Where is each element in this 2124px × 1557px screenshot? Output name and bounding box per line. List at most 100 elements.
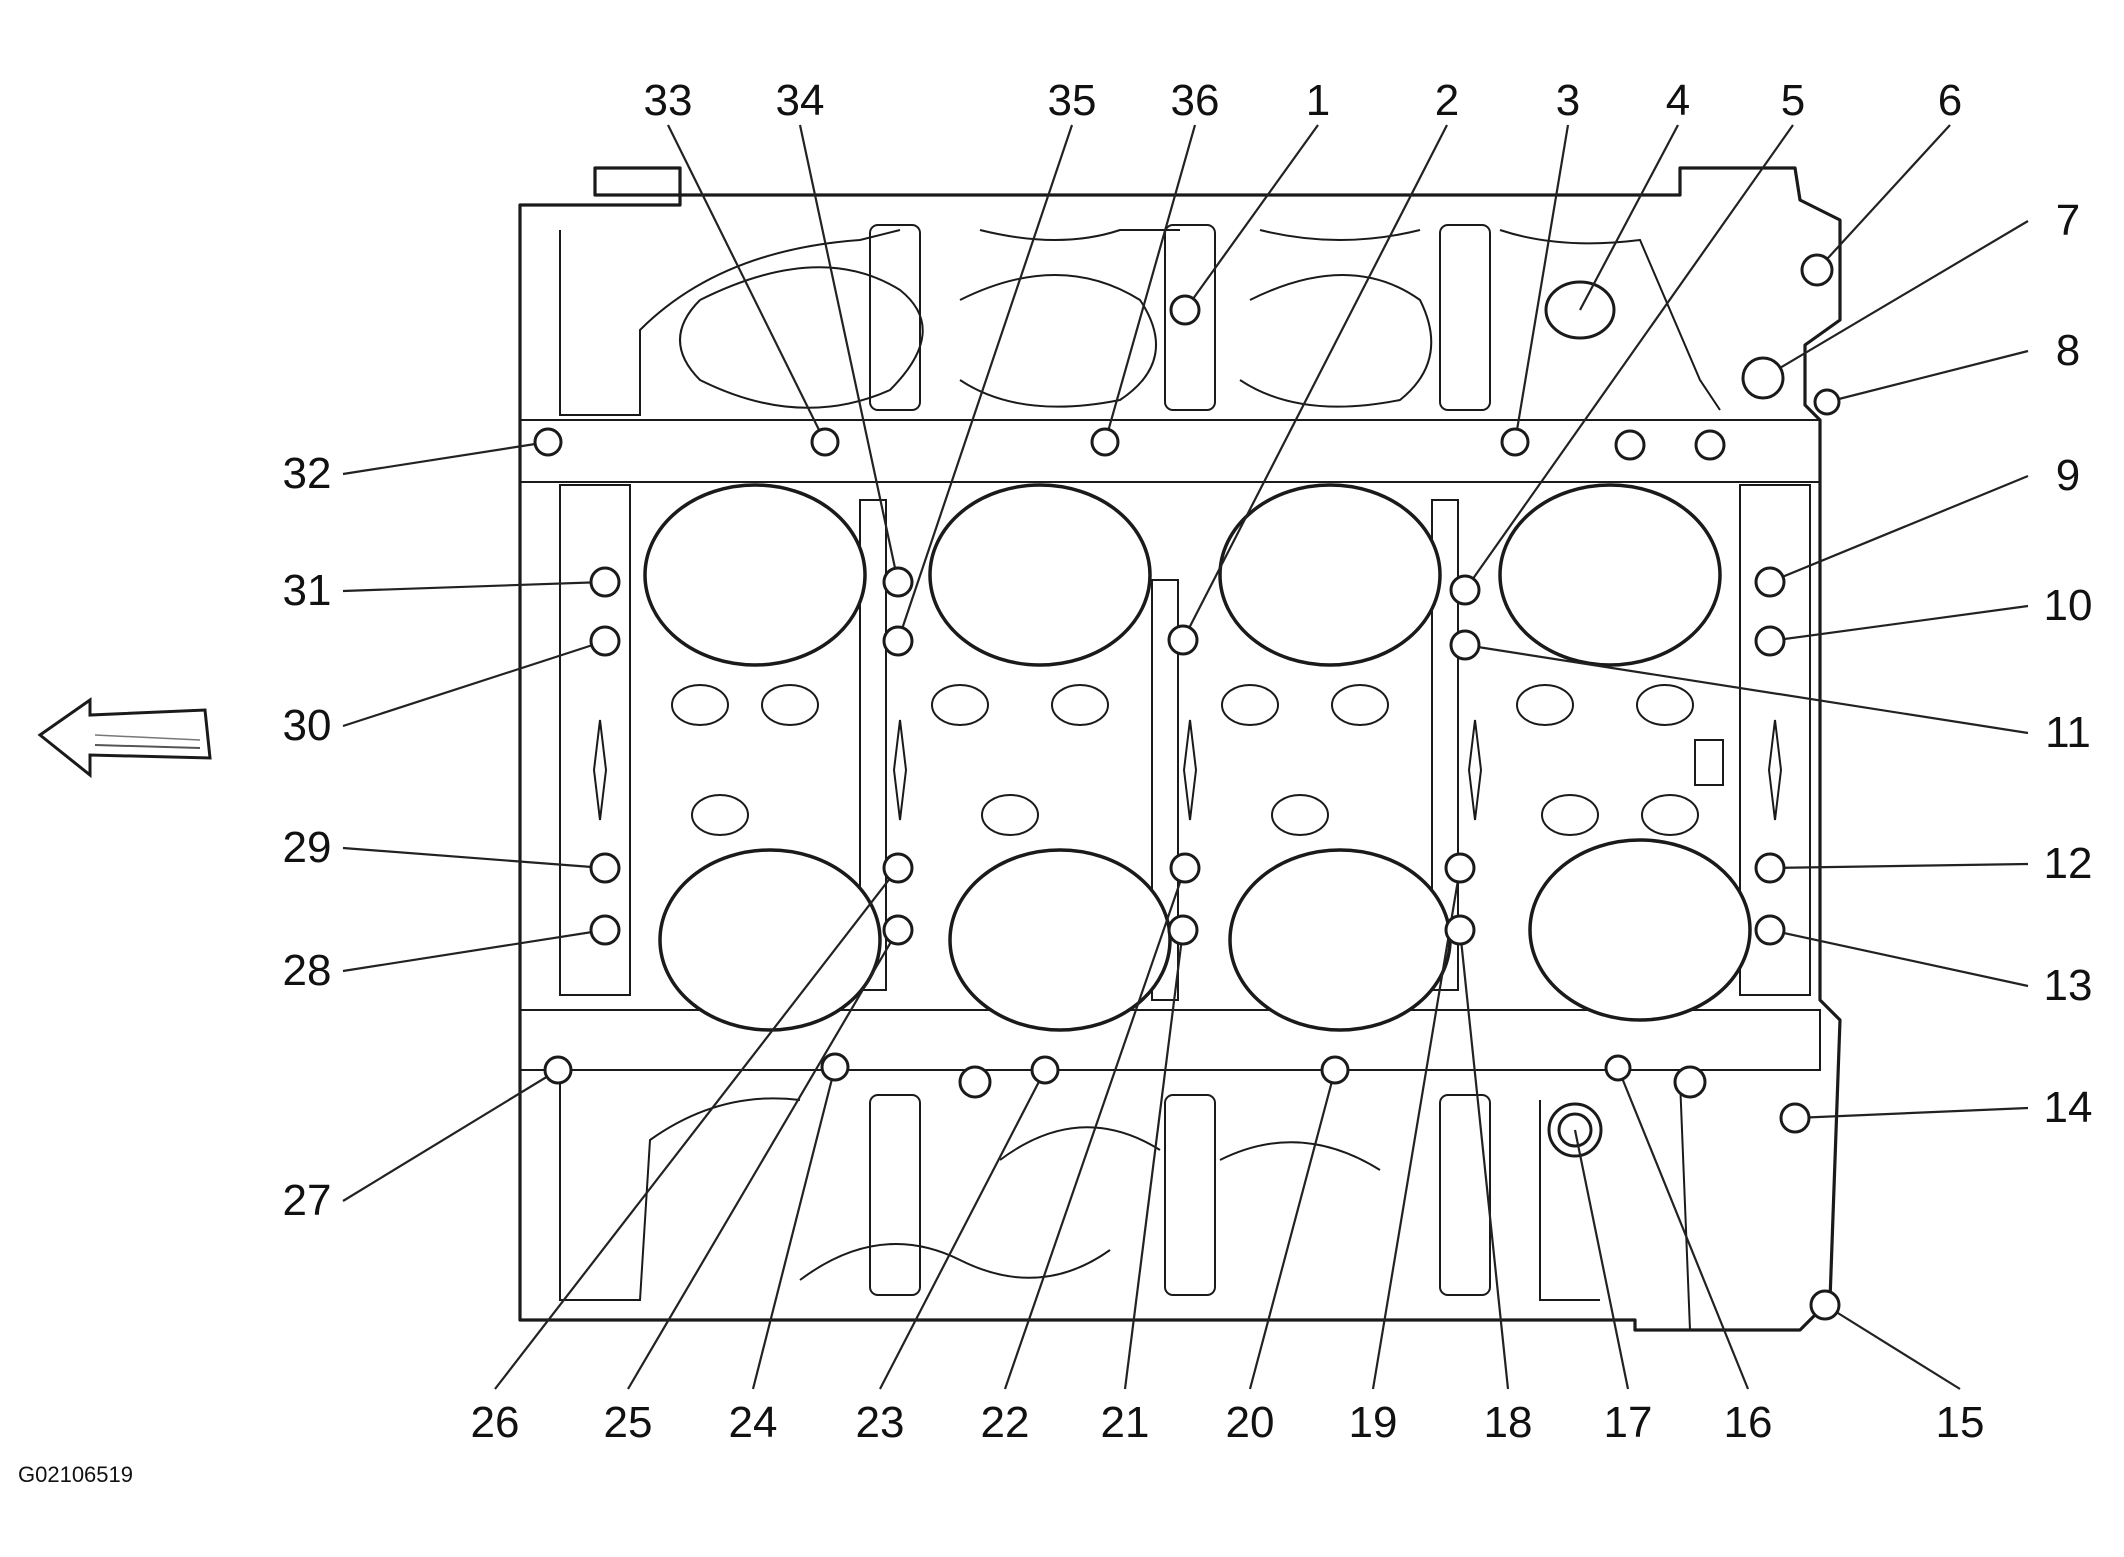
bolt-label-30: 30 (283, 701, 332, 750)
bolt-hole-7 (1741, 356, 1785, 400)
bolt-label-27: 27 (283, 1176, 332, 1225)
bolt-label-6: 6 (1938, 76, 1962, 125)
bolt-hole-15 (1809, 1289, 1841, 1321)
bolt-label-26: 26 (471, 1398, 520, 1447)
bolt-hole-9 (1754, 566, 1786, 598)
bolt-hole-27 (543, 1055, 573, 1085)
bolt-label-16: 16 (1724, 1398, 1773, 1447)
cylinder-dividers (859, 499, 1459, 1001)
bolt-hole-35 (882, 625, 914, 657)
bolt-label-34: 34 (776, 76, 825, 125)
bolt-label-17: 17 (1604, 1398, 1653, 1447)
bolt-hole-33 (810, 427, 840, 457)
bolt-label-35: 35 (1048, 76, 1097, 125)
bolt-hole-11 (1449, 629, 1481, 661)
leader-line-31 (342, 580, 606, 593)
leader-line-17 (1573, 1129, 1630, 1390)
bolt-hole-32 (533, 427, 563, 457)
leader-line-12 (1769, 862, 2029, 870)
leader-line-18 (1458, 929, 1510, 1390)
bolt-hole-26 (882, 852, 914, 884)
cylinder-bores (643, 483, 1752, 1032)
leader-line-1 (1184, 124, 1319, 311)
leader-line-14 (1794, 1106, 2029, 1120)
bolt-hole-30 (589, 625, 621, 657)
leader-line-10 (1769, 604, 2029, 643)
leader-line-28 (342, 928, 606, 973)
main-bearing-caps-top (869, 224, 1491, 411)
leader-line-6 (1816, 124, 1951, 271)
leader-line-30 (342, 639, 606, 728)
bolt-hole-2 (1167, 624, 1199, 656)
bolt-label-7: 7 (2056, 196, 2080, 245)
bolt-hole-10 (1754, 625, 1786, 657)
bolt-label-28: 28 (283, 946, 332, 995)
bolt-hole-28 (589, 914, 621, 946)
leader-line-13 (1769, 928, 2029, 988)
leader-line-8 (1826, 349, 2029, 404)
bolt-hole-5 (1449, 574, 1481, 606)
leader-line-9 (1769, 474, 2029, 584)
bolt-label-10: 10 (2044, 581, 2093, 630)
bolt-hole-16 (1604, 1054, 1632, 1082)
bolt-label-12: 12 (2044, 839, 2093, 888)
leader-line-15 (1824, 1304, 1961, 1390)
bolt-label-31: 31 (283, 566, 332, 615)
bolt-hole-18 (1444, 914, 1476, 946)
leader-line-23 (879, 1069, 1046, 1390)
leader-line-4 (1579, 124, 1679, 311)
leader-line-36 (1103, 124, 1197, 443)
leader-line-26 (494, 867, 899, 1390)
bolt-label-24: 24 (729, 1398, 778, 1447)
bolt-label-21: 21 (1101, 1398, 1150, 1447)
bolt-label-22: 22 (981, 1398, 1030, 1447)
leader-line-5 (1464, 124, 1794, 591)
leader-line-29 (342, 846, 606, 870)
bolt-hole-21 (1167, 914, 1199, 946)
leader-line-32 (342, 440, 549, 476)
bolt-label-36: 36 (1171, 76, 1220, 125)
bolt-label-9: 9 (2056, 451, 2080, 500)
bolt-hole-36 (1090, 427, 1120, 457)
leader-line-16 (1616, 1067, 1750, 1390)
leader-lines (342, 124, 2029, 1390)
bolt-holes (533, 253, 1841, 1321)
leader-line-7 (1762, 220, 2029, 379)
leader-line-27 (342, 1069, 559, 1202)
leader-line-25 (627, 929, 899, 1390)
bolt-hole-1 (1169, 294, 1201, 326)
bolt-hole-31 (589, 566, 621, 598)
bolt-label-29: 29 (283, 823, 332, 872)
figure-code: G02106519 (18, 1462, 133, 1487)
bolt-label-33: 33 (644, 76, 693, 125)
leader-line-19 (1371, 867, 1462, 1390)
bolt-label-11: 11 (2045, 708, 2091, 757)
bolt-hole-6 (1800, 253, 1834, 287)
bolt-label-23: 23 (856, 1398, 905, 1447)
leader-line-22 (1003, 867, 1187, 1390)
bolt-hole-13 (1754, 914, 1786, 946)
engine-block-outline (518, 166, 1842, 1332)
leader-line-34 (798, 124, 900, 583)
bolt-label-18: 18 (1484, 1398, 1533, 1447)
bolt-label-15: 15 (1936, 1398, 1985, 1447)
leader-line-35 (896, 124, 1074, 642)
bolt-hole-24 (820, 1052, 850, 1082)
leader-line-21 (1123, 929, 1185, 1390)
leader-line-2 (1182, 124, 1448, 641)
bolt-hole-12 (1754, 852, 1786, 884)
bolt-label-4: 4 (1666, 76, 1690, 125)
bolt-label-14: 14 (2044, 1083, 2093, 1132)
coolant-passages (671, 684, 1724, 836)
bolt-hole-23 (1030, 1055, 1060, 1085)
left-arrow-icon (37, 697, 212, 779)
oil-gallery-slots (592, 719, 1783, 821)
main-bearing-caps-bottom (869, 1094, 1491, 1296)
bolt-hole-25 (882, 914, 914, 946)
bolt-label-20: 20 (1226, 1398, 1275, 1447)
bolt-hole-3 (1500, 427, 1530, 457)
bolt-label-13: 13 (2044, 961, 2093, 1010)
bolt-hole-34 (882, 566, 914, 598)
